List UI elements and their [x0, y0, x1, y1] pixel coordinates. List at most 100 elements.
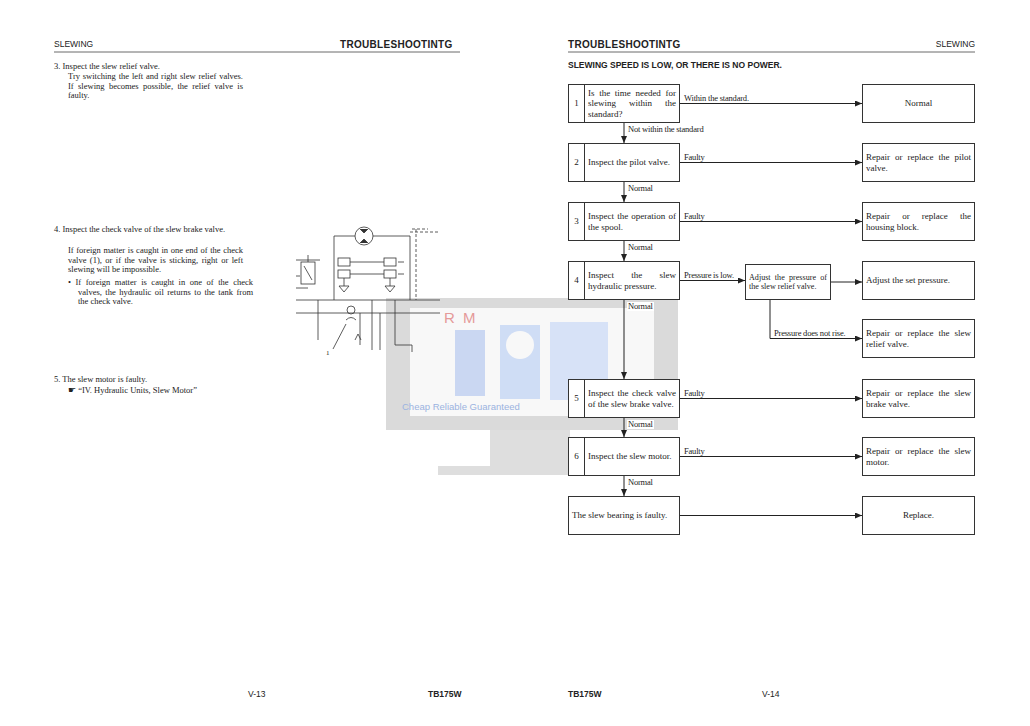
result-box: Normal [862, 84, 975, 123]
box-text: Inspect the pilot valve. [588, 157, 670, 167]
flow-arrow [680, 280, 745, 281]
box-text: Repair or replace the slew motor. [866, 446, 971, 466]
flow-arrow [624, 241, 625, 261]
numbered-step-box: 1Is the time needed for slewing within t… [568, 84, 680, 123]
edge-label: Faulty [683, 389, 706, 398]
flow-arrow [680, 456, 862, 457]
box-text: The slew bearing is faulty. [572, 510, 667, 520]
edge-label: Pressure does not rise. [773, 329, 846, 338]
hydraulic-schematic [296, 227, 440, 352]
numbered-step-box: 2Inspect the pilot valve. [568, 143, 680, 182]
flow-arrow [680, 162, 862, 163]
flow-arrow [624, 476, 625, 496]
result-box: The slew bearing is faulty. [568, 496, 680, 535]
header-title: TROUBLESHOOTINTG [340, 39, 453, 50]
box-text: Inspect the slew motor. [588, 451, 671, 461]
step-number: 2 [569, 144, 585, 181]
box-text: Normal [905, 98, 933, 108]
box-text: Is the time needed for slewing within th… [588, 88, 676, 118]
flow-arrow [831, 282, 862, 283]
header-rules [54, 52, 975, 53]
step-number: 4 [569, 262, 585, 299]
box-text-cell: Inspect the pilot valve. [585, 144, 679, 181]
step-number: 5 [569, 380, 585, 417]
edge-label: Normal [627, 302, 654, 311]
box-text: Inspect the operation of the spool. [588, 211, 676, 231]
box-text: Adjust the set pressure. [866, 275, 950, 285]
flow-arrow [624, 182, 625, 202]
box-text-cell: Inspect the check valve of the slew brak… [585, 380, 679, 417]
box-text-cell: Repair or replace the pilot valve. [863, 144, 974, 181]
box-text-cell: The slew bearing is faulty. [569, 497, 679, 534]
page-title: SLEWING SPEED IS LOW, OR THERE IS NO POW… [568, 61, 782, 71]
box-text-cell: Inspect the slew motor. [585, 438, 679, 475]
box-text: Repair or replace the slew relief valve. [866, 328, 971, 348]
step-body: If foreign matter is caught in one end o… [68, 246, 243, 275]
page-number: V-14 [762, 690, 780, 700]
result-box: Adjust the set pressure. [862, 261, 975, 300]
box-text: Repair or replace the slew brake valve. [866, 388, 971, 408]
header-section: SLEWING [936, 40, 975, 50]
result-box: Repair or replace the housing block. [862, 202, 975, 241]
edge-label: Within the standard. [683, 94, 750, 103]
watermark: Cheap Reliable Guaranteed [402, 402, 520, 413]
box-text: Adjust the pressure of the slew relief v… [749, 273, 827, 291]
edge-label: Normal [627, 243, 654, 252]
flow-arrow [680, 515, 862, 516]
result-box: Repair or replace the slew relief valve. [862, 319, 975, 358]
box-text-cell: Repair or replace the slew motor. [863, 438, 974, 475]
step-number: 6 [569, 438, 585, 475]
result-box: Adjust the pressure of the slew relief v… [745, 264, 831, 300]
step-heading: 5. The slew motor is faulty. [54, 375, 258, 385]
model-name: TB175W [568, 690, 602, 700]
numbered-step-box: 6Inspect the slew motor. [568, 437, 680, 476]
box-text-cell: Repair or replace the slew relief valve. [863, 320, 974, 357]
edge-label: Normal [627, 184, 654, 193]
header-title: TROUBLESHOOTINTG [568, 39, 681, 50]
box-text-cell: Inspect the slew hydraulic pressure. [585, 262, 679, 299]
header-section: SLEWING [54, 40, 93, 50]
box-text-cell: Is the time needed for slewing within th… [585, 85, 679, 122]
numbered-step-box: 4Inspect the slew hydraulic pressure. [568, 261, 680, 300]
edge-label: Faulty [683, 212, 706, 221]
numbered-step-box: 3Inspect the operation of the spool. [568, 202, 680, 241]
step-number: 1 [569, 85, 585, 122]
box-text-cell: Inspect the operation of the spool. [585, 203, 679, 240]
box-text-cell: Repair or replace the slew brake valve. [863, 380, 974, 417]
step-heading: 4. Inspect the check valve of the slew b… [54, 225, 258, 235]
edge-label: Normal [627, 478, 654, 487]
flow-arrow [680, 398, 862, 399]
result-box: Replace. [862, 496, 975, 535]
page-number: V-13 [248, 690, 266, 700]
edge-label: Normal [627, 420, 654, 429]
numbered-step-box: 5Inspect the check valve of the slew bra… [568, 379, 680, 418]
box-text: Replace. [903, 510, 934, 520]
flow-arrow [770, 300, 862, 339]
result-box: Repair or replace the slew brake valve. [862, 379, 975, 418]
edge-label: Not within the standard [627, 125, 704, 134]
result-box: Repair or replace the pilot valve. [862, 143, 975, 182]
step-body: Try switching the left and right slew re… [68, 72, 243, 101]
box-text-cell: Replace. [863, 497, 974, 534]
step-number: 3 [569, 203, 585, 240]
flow-arrow [680, 221, 862, 222]
cross-reference: ☛ “IV. Hydraulic Units, Slew Motor” [68, 386, 243, 396]
box-text: Inspect the slew hydraulic pressure. [588, 270, 676, 290]
box-text: Repair or replace the housing block. [866, 211, 971, 231]
model-name: TB175W [428, 690, 462, 700]
flow-arrow [680, 103, 862, 104]
box-text-cell: Normal [863, 85, 974, 122]
box-text: Inspect the check valve of the slew brak… [588, 388, 676, 408]
box-text: Repair or replace the pilot valve. [866, 152, 971, 172]
flow-arrow [624, 418, 625, 437]
callout-number: 1 [326, 350, 330, 358]
watermark: R M [444, 310, 478, 327]
edge-label: Faulty [683, 153, 706, 162]
box-text-cell: Adjust the set pressure. [863, 262, 974, 299]
result-box: Repair or replace the slew motor. [862, 437, 975, 476]
flow-arrow [624, 123, 625, 143]
flow-arrow [624, 300, 625, 379]
step-heading: 3. Inspect the slew relief valve. [54, 62, 258, 72]
box-text-cell: Adjust the pressure of the slew relief v… [746, 265, 830, 299]
step-note: • If foreign matter is caught in one of … [68, 278, 253, 307]
